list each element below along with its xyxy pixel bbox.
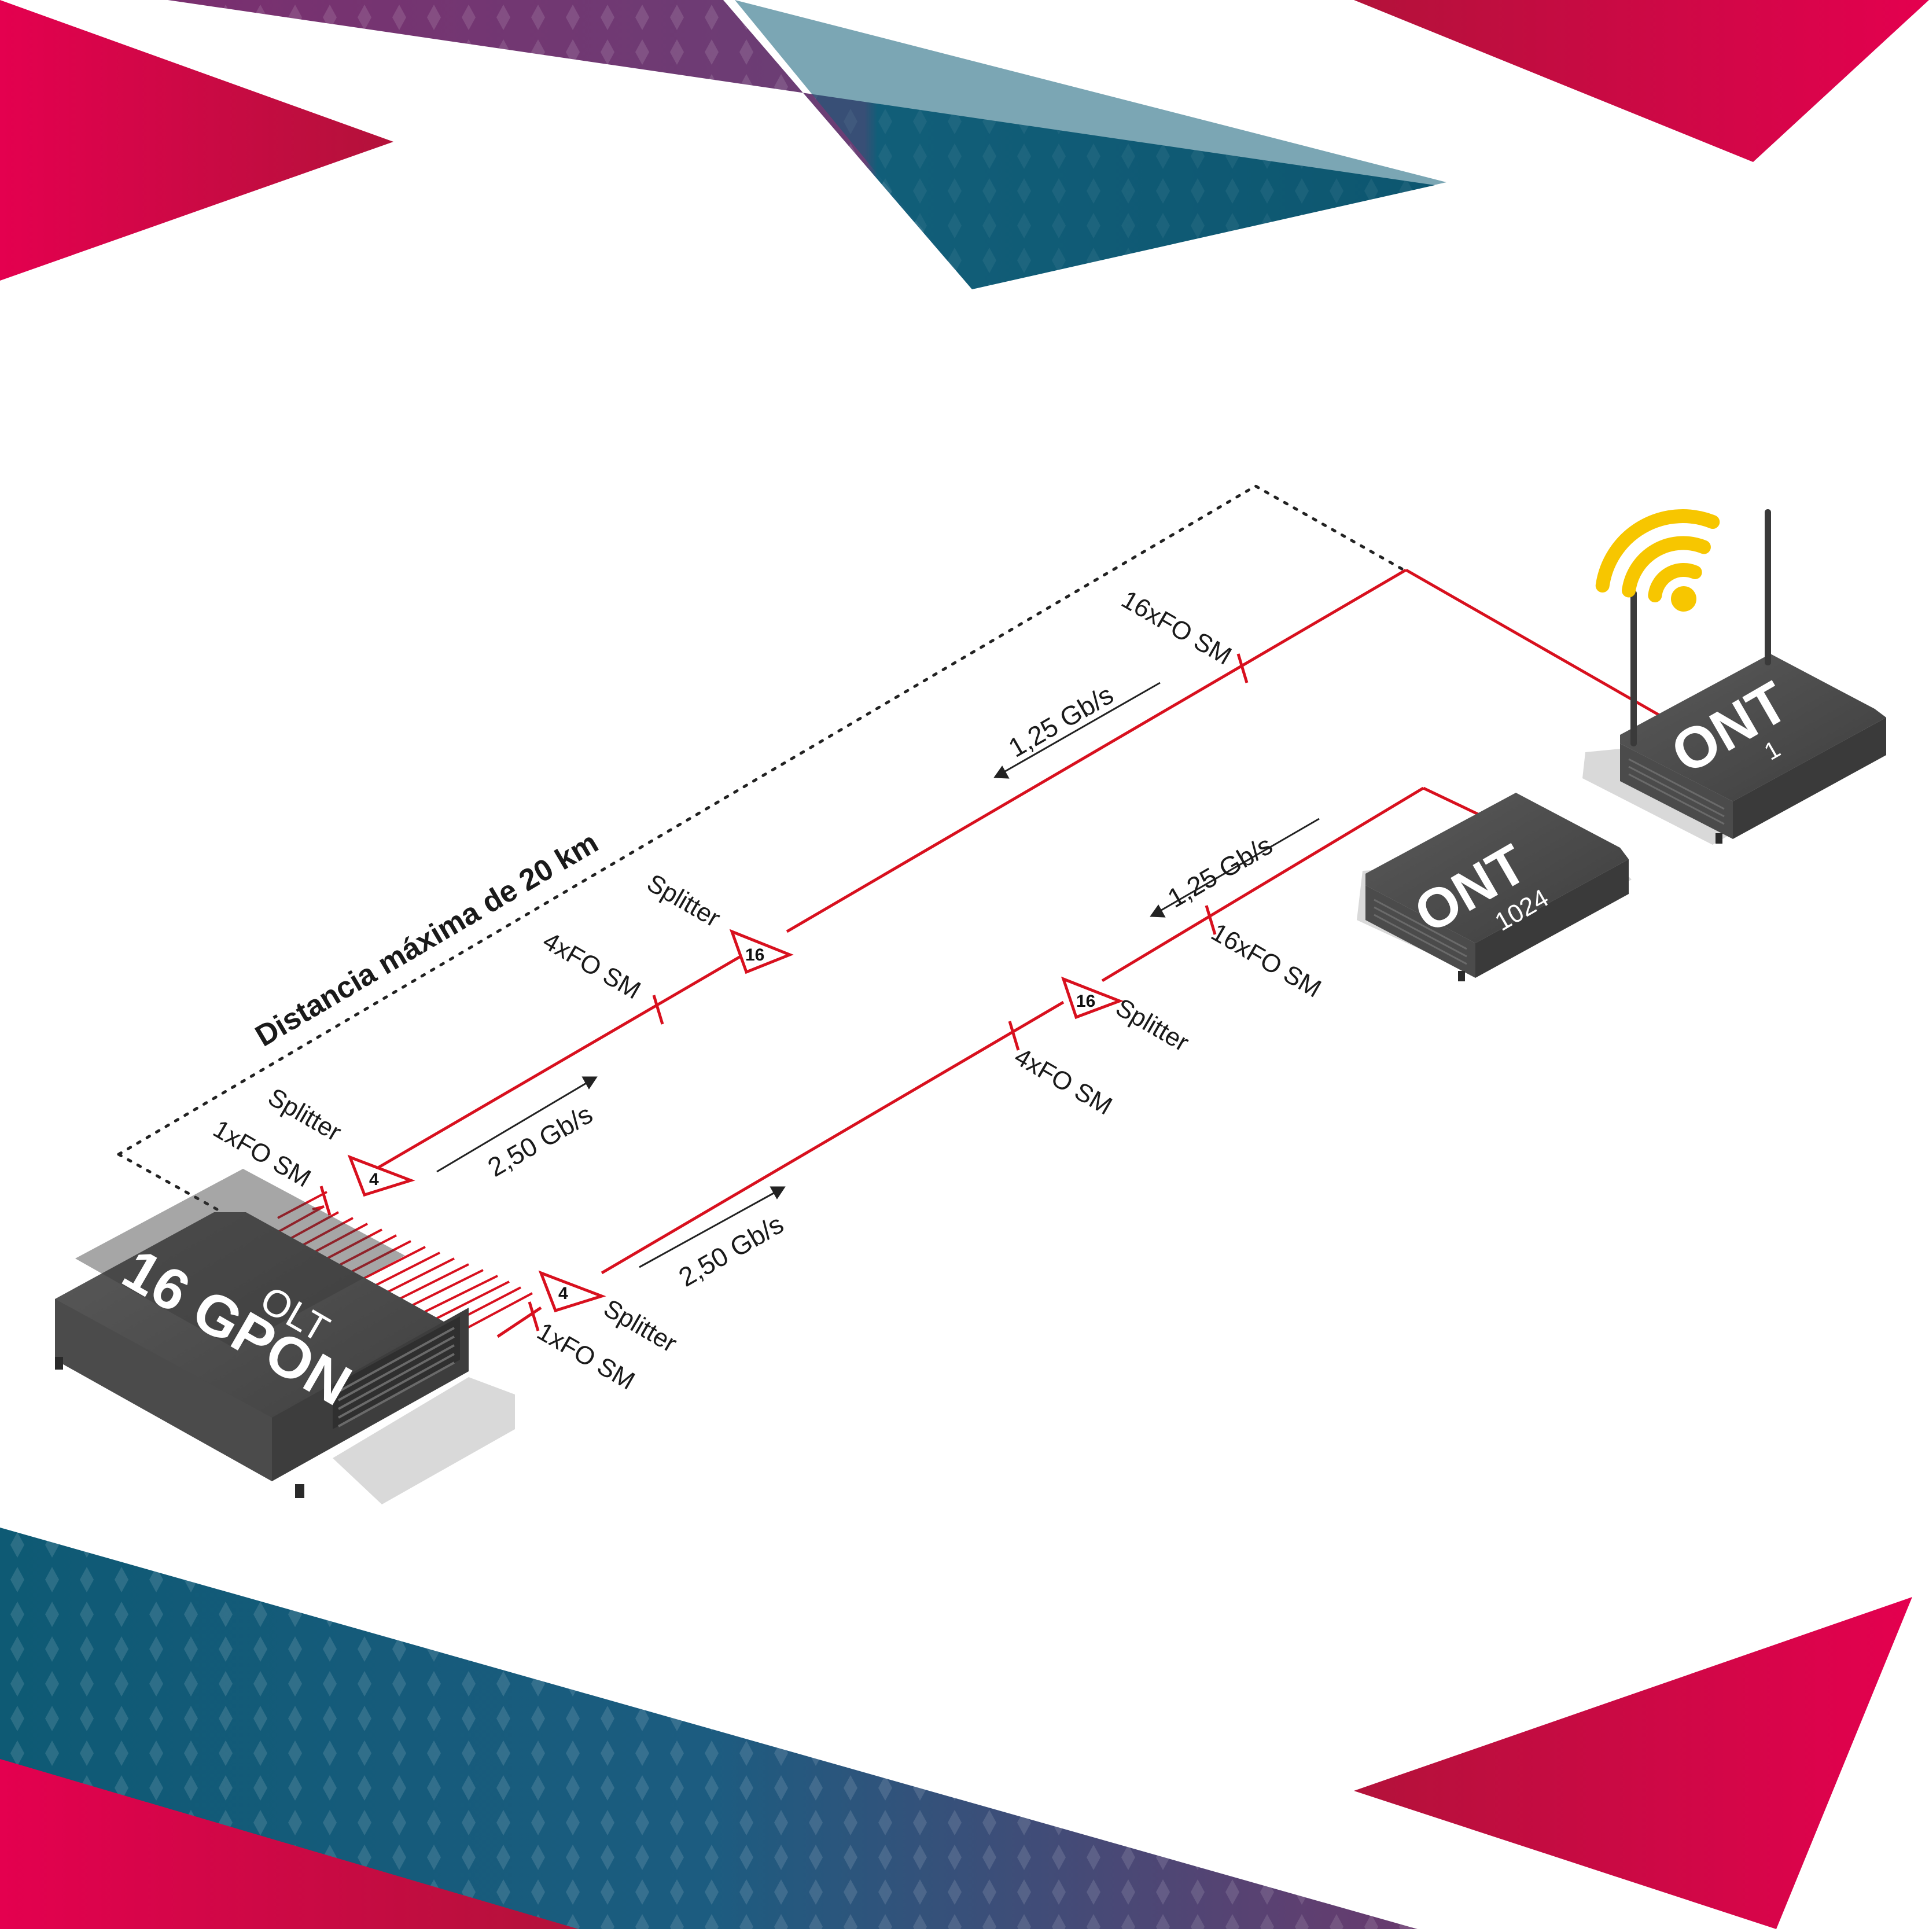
splitter-label: Splitter [1111, 993, 1194, 1057]
antenna-icon [1630, 509, 1771, 746]
splitter-icon [1061, 976, 1124, 1020]
labels-lower: Splitter 1xFO SM 2,50 Gb/s 4xFO SM Split… [532, 830, 1326, 1396]
ont-1-device: ONT 1 [1582, 509, 1886, 845]
splitter-upper-2: 16 [729, 929, 794, 974]
splitter-label: Splitter [263, 1083, 346, 1147]
fiber-label: 16xFO SM [1117, 585, 1236, 671]
splitter-ratio: 16 [1076, 992, 1095, 1011]
splitter-icon [347, 1154, 415, 1197]
ont-1024-device: ONT 1024 [1357, 793, 1632, 981]
fiber-label: 4xFO SM [1010, 1042, 1117, 1120]
fiber-ticks [319, 653, 1249, 1331]
splitter-ratio: 4 [369, 1170, 379, 1189]
fiber-lines [375, 568, 1665, 1338]
rate-label: 1,25 Gb/s [1162, 830, 1278, 914]
splitter-icon [729, 929, 794, 974]
splitter-label: Splitter [599, 1294, 682, 1358]
fiber-label: 4xFO SM [538, 926, 645, 1004]
splitter-icon [538, 1270, 606, 1313]
decor-top [0, 0, 1929, 289]
olt-device: OLT 16 GPON [55, 1169, 515, 1504]
wifi-icon [1595, 509, 1720, 612]
fiber-label: 16xFO SM [1206, 918, 1326, 1003]
distance-bracket: Distancia máxima de 20 km [117, 484, 1411, 1211]
splitter-ratio: 4 [558, 1284, 568, 1303]
splitter-label: Splitter [642, 869, 725, 933]
rate-label: 1,25 Gb/s [1003, 679, 1118, 763]
rate-arrows [436, 682, 1320, 1268]
splitter-lower-2: 16 [1061, 976, 1124, 1020]
splitter-lower-1: 4 [538, 1270, 606, 1313]
splitter-ratio: 16 [745, 945, 764, 965]
decor-bottom [0, 1528, 1912, 1929]
splitter-upper-1: 4 [347, 1154, 415, 1197]
